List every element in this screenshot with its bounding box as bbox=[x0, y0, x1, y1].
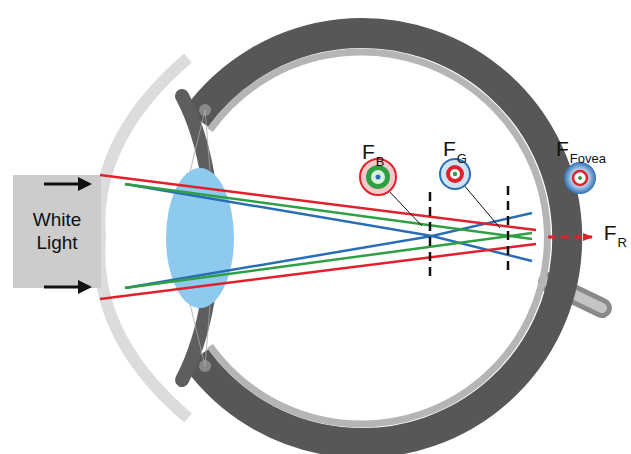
focus-label: F bbox=[604, 222, 617, 243]
focus-label: F bbox=[556, 138, 569, 159]
leader-line bbox=[463, 184, 500, 228]
focal-plane bbox=[507, 186, 510, 270]
light-rays bbox=[100, 175, 536, 299]
leader-line bbox=[388, 190, 422, 226]
focus-subscript: B bbox=[376, 155, 385, 168]
focus-subscript: R bbox=[618, 236, 627, 249]
arrow bbox=[78, 280, 92, 294]
focus-label: F bbox=[362, 141, 375, 162]
blur-spot-icon bbox=[564, 162, 596, 194]
sclera bbox=[196, 33, 567, 443]
source-label: White Light bbox=[13, 209, 101, 255]
light-source: White Light bbox=[13, 175, 101, 288]
focus-subscript: G bbox=[457, 152, 467, 165]
red-focus-arrow bbox=[548, 236, 592, 239]
light-source-box bbox=[13, 175, 101, 288]
focus-subscript: Fovea bbox=[570, 152, 606, 165]
focal-plane bbox=[429, 192, 432, 276]
focus-label: F bbox=[443, 138, 456, 159]
arrow bbox=[78, 177, 92, 191]
